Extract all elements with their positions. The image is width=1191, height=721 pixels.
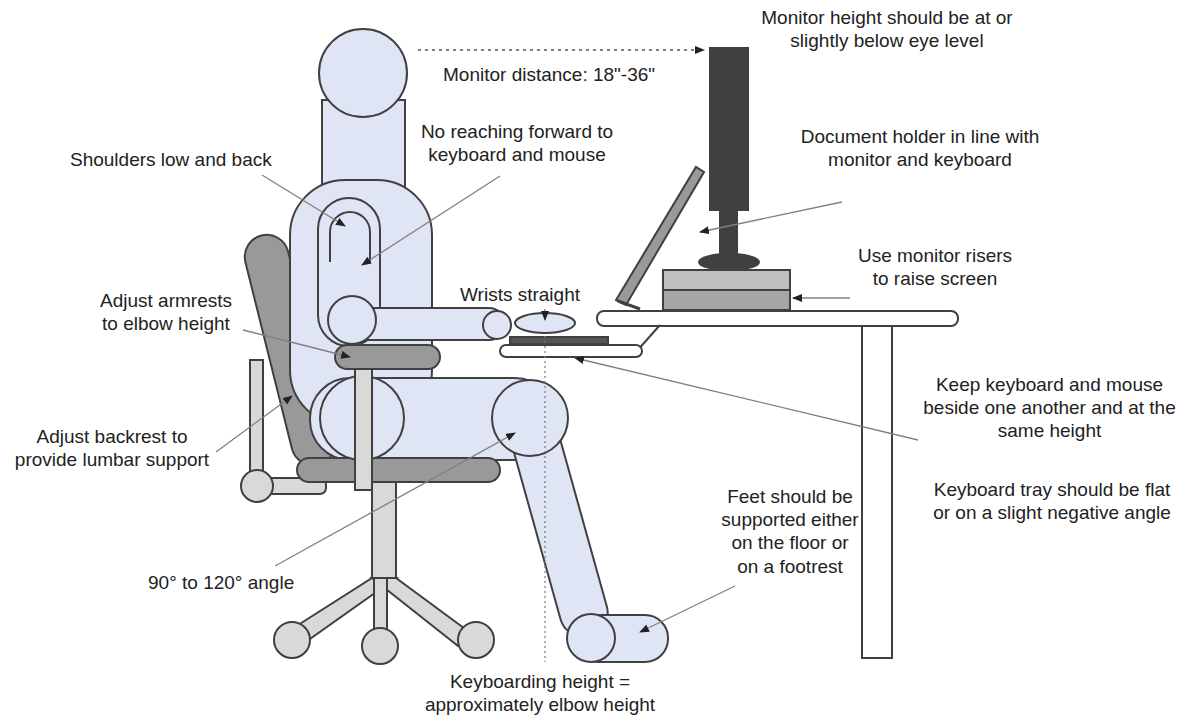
- chair-wheel: [458, 622, 494, 658]
- leader-line: [243, 330, 350, 357]
- callout-label: Use monitor risers to raise screen: [854, 244, 1017, 290]
- callout-label: Keyboard tray should be flat or on a sli…: [928, 478, 1176, 524]
- figure-elbow: [328, 296, 376, 344]
- leader-line: [640, 586, 735, 632]
- callout-label: 90° to 120° angle: [148, 571, 294, 594]
- callout-label: Keyboarding height = approximately elbow…: [415, 670, 665, 716]
- leader-line: [216, 396, 292, 452]
- callout-label: No reaching forward to keyboard and mous…: [402, 120, 632, 166]
- callout-label: Document holder in line with monitor and…: [785, 125, 1055, 171]
- monitor-screen: [710, 48, 748, 210]
- leader-line: [700, 202, 842, 232]
- keyboard-tray: [500, 345, 642, 357]
- document-holder-foot: [618, 301, 640, 309]
- figure-shoulder-ring: [330, 212, 370, 262]
- callout-label: Keep keyboard and mouse beside one anoth…: [912, 373, 1187, 443]
- figure-ankle: [567, 614, 615, 662]
- keyboard: [510, 337, 608, 344]
- leader-lines: [216, 175, 918, 632]
- leader-line: [362, 176, 500, 265]
- document-holder: [616, 167, 704, 305]
- monitor-riser: [663, 290, 790, 310]
- leader-line: [793, 297, 850, 298]
- distance-line: [418, 49, 704, 51]
- callout-label: Adjust backrest to provide lumbar suppor…: [10, 425, 215, 471]
- callout-label: Wrists straight: [460, 283, 580, 306]
- callout-label: Monitor height should be at or slightly …: [747, 6, 1027, 52]
- figure-hand: [483, 311, 511, 339]
- monitor-riser: [663, 270, 790, 290]
- chair-wheel: [362, 628, 398, 664]
- callout-label: Feet should be supported either on the f…: [720, 485, 860, 578]
- leader-line: [275, 433, 515, 566]
- chair-joint: [241, 470, 273, 502]
- chair-column: [372, 482, 396, 582]
- figure-knee: [492, 380, 568, 456]
- monitor-base: [699, 254, 759, 270]
- desk-top: [597, 311, 958, 326]
- figure-head: [319, 29, 407, 117]
- desk-leg: [862, 324, 892, 658]
- figure-upper-arm: [318, 198, 380, 346]
- leader-line: [575, 358, 918, 440]
- leader-line: [262, 175, 345, 226]
- callout-label: Monitor distance: 18"-36": [443, 63, 655, 86]
- monitor-neck: [720, 205, 737, 260]
- armrest-pad: [335, 345, 440, 369]
- chair-seat: [297, 458, 500, 482]
- elbow-height-line: [544, 336, 545, 662]
- chair-wheel: [274, 622, 310, 658]
- chair-front: [274, 345, 494, 664]
- callout-label: Adjust armrests to elbow height: [95, 289, 237, 335]
- armrest-post: [355, 350, 372, 490]
- callout-label: Shoulders low and back: [70, 148, 272, 171]
- leader-line: [544, 309, 545, 320]
